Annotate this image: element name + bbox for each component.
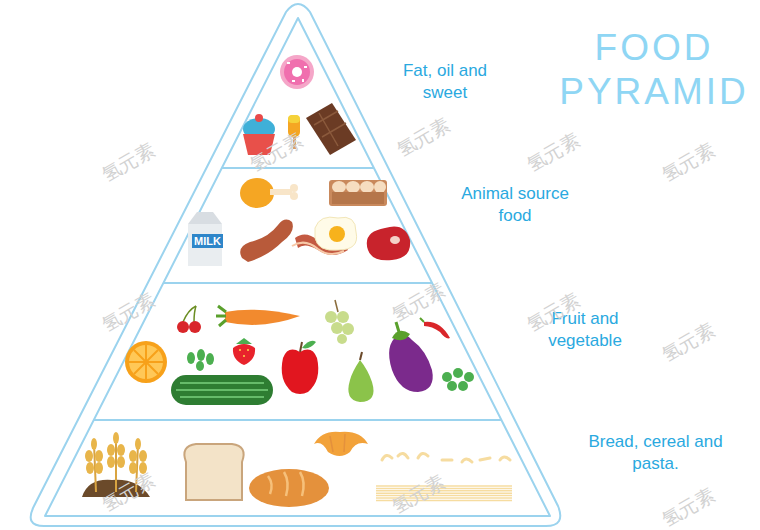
watermark: 氢元素 bbox=[97, 137, 159, 188]
tier-label: Bread, cereal and pasta. bbox=[583, 431, 728, 475]
watermark: 氢元素 bbox=[657, 317, 719, 368]
watermark: 氢元素 bbox=[657, 482, 719, 530]
watermark: 氢元素 bbox=[657, 137, 719, 188]
tier-label: Fat, oil and sweet bbox=[390, 60, 500, 104]
tier-label-box: Fat, oil and sweet bbox=[390, 60, 500, 104]
watermark: 氢元素 bbox=[522, 127, 584, 178]
watermark: 氢元素 bbox=[522, 287, 584, 338]
watermark: 氢元素 bbox=[392, 112, 454, 163]
tier-label: Animal source food bbox=[445, 183, 585, 227]
diagram-title: FOOD PYRAMID bbox=[548, 26, 760, 114]
tier-label-box: Bread, cereal and pasta. bbox=[583, 431, 728, 475]
carton-label: MILK bbox=[192, 234, 223, 248]
tier-label-box: Animal source food bbox=[445, 183, 585, 227]
